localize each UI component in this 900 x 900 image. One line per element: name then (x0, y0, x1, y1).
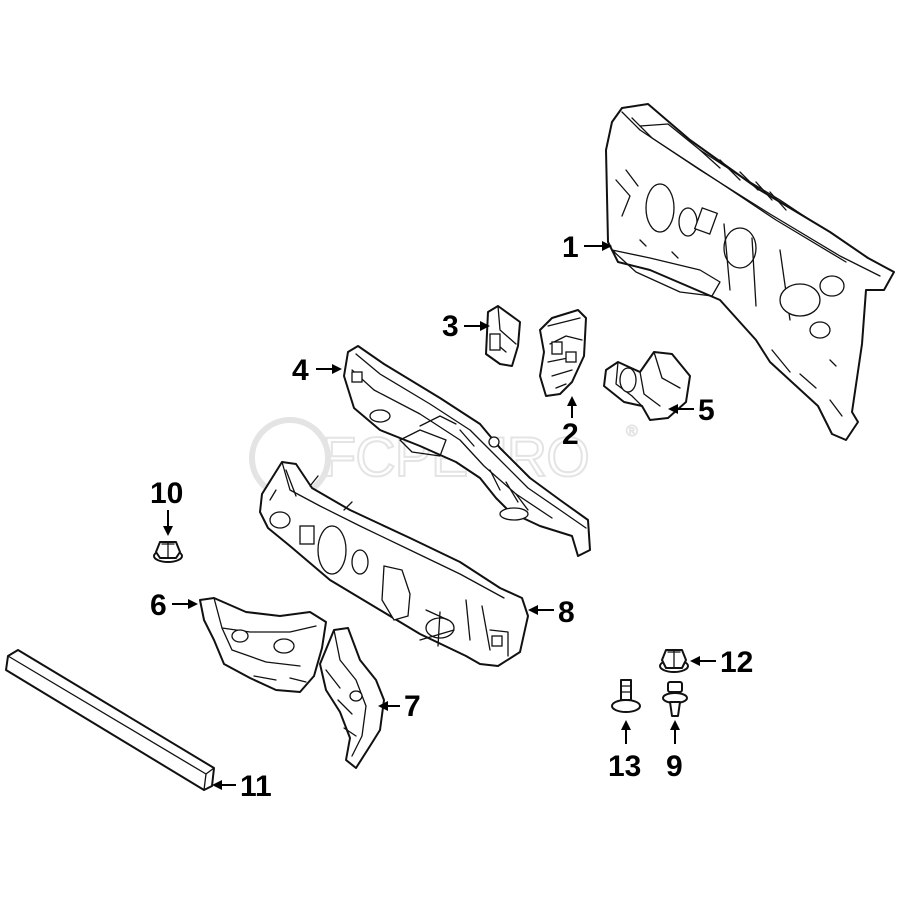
part-6-insulator-side[interactable] (199, 597, 327, 693)
callout-2: 2 (562, 396, 579, 451)
callout-13: 13 (608, 720, 641, 783)
callout-number-1: 1 (562, 231, 579, 264)
callout-number-2: 2 (562, 418, 579, 451)
callout-1: 1 (562, 231, 612, 264)
callout-number-8: 8 (558, 596, 575, 629)
part-9-clip[interactable] (662, 681, 688, 717)
callout-number-11: 11 (240, 770, 272, 803)
callout-8: 8 (528, 596, 575, 629)
part-10-nut[interactable] (153, 541, 183, 563)
callout-number-13: 13 (608, 750, 641, 783)
part-7-insulator-side[interactable] (319, 627, 385, 769)
callout-12: 12 (690, 646, 753, 679)
callout-7: 7 (378, 690, 421, 723)
part-11-seal-strip[interactable] (5, 649, 215, 791)
callout-number-9: 9 (666, 750, 683, 783)
callout-number-12: 12 (720, 646, 753, 679)
callout-6: 6 (150, 589, 198, 622)
callout-11: 11 (212, 770, 272, 803)
callout-5: 5 (668, 394, 715, 427)
callout-10: 10 (150, 477, 183, 536)
callout-number-6: 6 (150, 589, 167, 622)
part-1-dash-panel-upper[interactable] (605, 103, 895, 441)
callout-number-10: 10 (150, 477, 183, 510)
part-12-nut[interactable] (659, 649, 689, 673)
callout-number-5: 5 (698, 394, 715, 427)
part-4-cross-member[interactable] (343, 345, 591, 557)
callout-4: 4 (292, 354, 342, 387)
callout-number-7: 7 (404, 690, 421, 723)
callout-9: 9 (666, 720, 683, 783)
watermark-registered: ® (626, 423, 638, 440)
part-8-dash-panel-lower[interactable] (259, 461, 529, 667)
callout-number-4: 4 (292, 354, 309, 387)
part-3-bracket[interactable] (485, 305, 521, 367)
part-2-reinforcement[interactable] (539, 309, 587, 397)
part-5-insulator[interactable] (603, 351, 691, 421)
callout-number-3: 3 (442, 310, 459, 343)
part-13-stud[interactable] (611, 679, 641, 713)
callout-3: 3 (442, 310, 490, 343)
